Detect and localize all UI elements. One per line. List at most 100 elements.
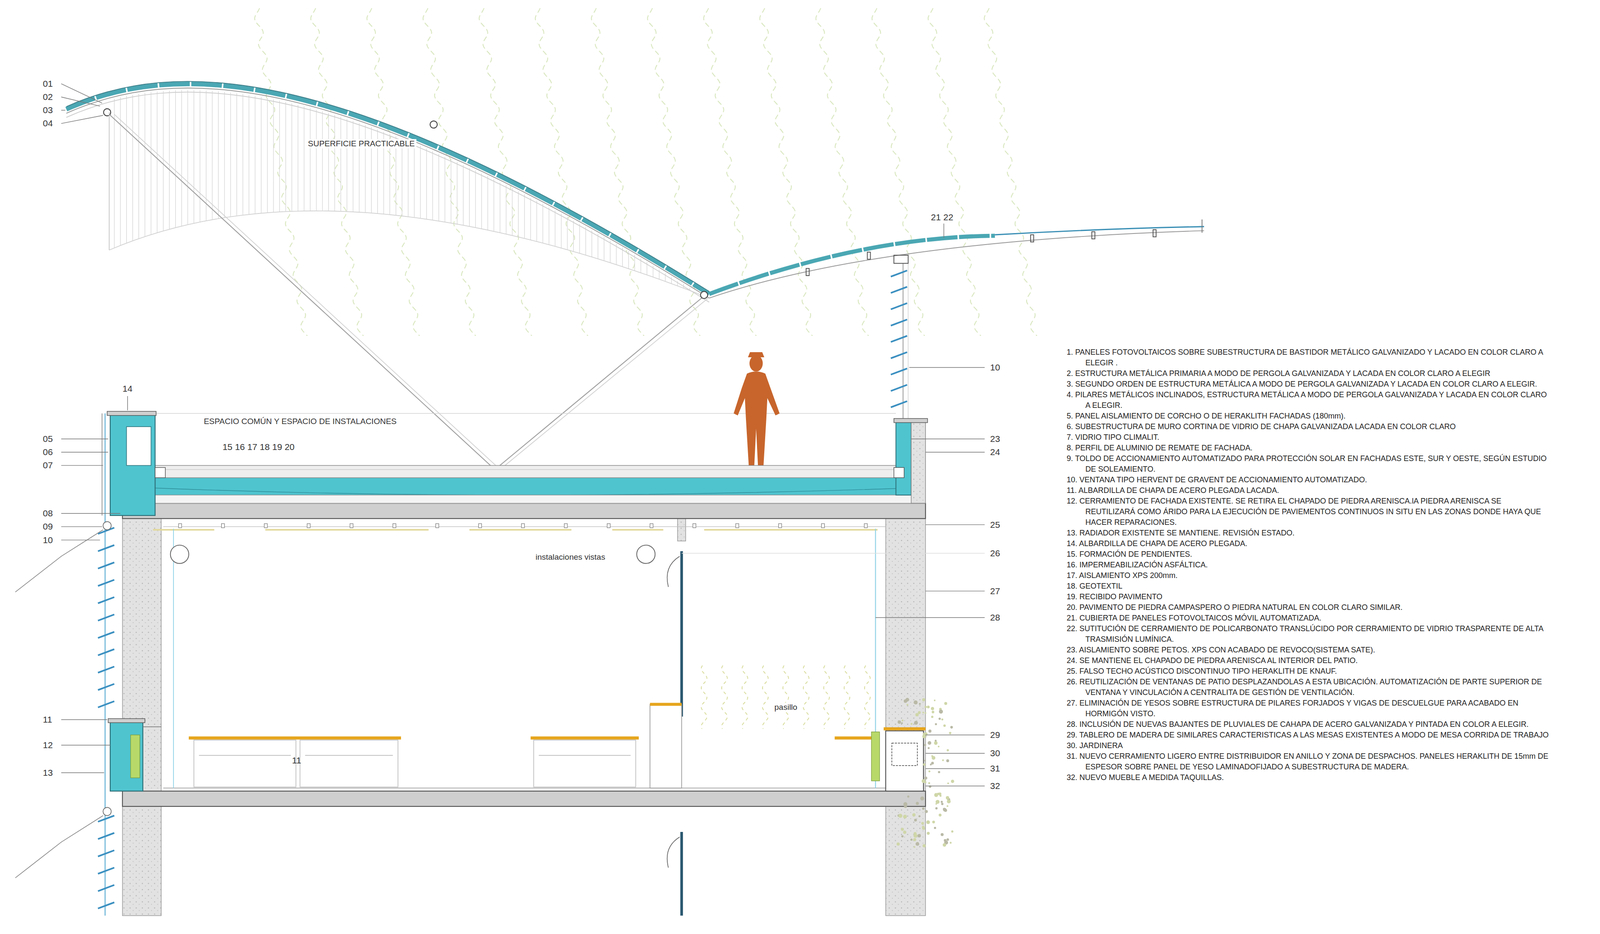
light-wave	[782, 665, 789, 729]
callout-number: 11	[42, 714, 53, 725]
note-text: 20. PAVIMENTO DE PIEDRA CAMPASPERO O PIE…	[1066, 602, 1552, 613]
hatch-line	[328, 113, 329, 211]
callout-number: 06	[42, 446, 53, 458]
hatch-line	[297, 104, 299, 211]
floor-slab	[122, 791, 926, 807]
note-text: 7. VIDRIO TIPO CLIMALIT.	[1066, 432, 1552, 443]
note-text: 19. RECIBIDO PAVIMENTO	[1066, 591, 1552, 603]
louver	[97, 832, 114, 839]
callout-number: 14	[122, 383, 133, 394]
louver	[891, 270, 908, 277]
callout-number: 03	[42, 105, 53, 116]
human-figure	[733, 352, 780, 470]
hatch-line	[444, 156, 445, 223]
light-wave	[535, 8, 589, 336]
hatch-line	[230, 92, 231, 217]
hatch-line	[469, 167, 470, 227]
callout-number: 26	[990, 548, 1000, 559]
callout-number: 31	[990, 763, 1000, 774]
hatch-line	[560, 213, 562, 248]
facade-wall	[122, 518, 162, 916]
hatch-line	[236, 93, 237, 216]
parapet	[110, 721, 143, 792]
hatch-line	[512, 187, 513, 236]
light-wave	[871, 8, 925, 336]
louver	[97, 867, 114, 874]
hatch-line	[254, 96, 256, 214]
radiator	[130, 734, 140, 778]
callout-number: 23	[990, 433, 1000, 445]
louver	[891, 303, 908, 310]
hatch-line	[609, 240, 611, 263]
callout-number: 11	[291, 755, 302, 766]
hatch-line	[175, 90, 176, 228]
louver	[97, 562, 114, 569]
table-frame	[193, 740, 636, 787]
callout-number: 15 16 17 18 19 20	[222, 441, 295, 453]
inclined-pillar	[495, 296, 705, 470]
light-wave	[591, 8, 645, 336]
louver	[891, 401, 908, 408]
hatch-line	[524, 193, 525, 239]
light-wave	[254, 8, 308, 336]
light-wave	[984, 8, 1037, 336]
callout-number: 27	[990, 586, 1000, 597]
note-text: 9. TOLDO DE ACCIONAMIENTO AUTOMATIZADO P…	[1066, 453, 1552, 475]
hatch-line	[248, 94, 250, 215]
louver	[891, 335, 908, 342]
note-text: 1. PANELES FOTOVOLTAICOS SOBRE SUBESTRUC…	[1066, 347, 1552, 369]
hatch-line	[150, 92, 151, 235]
callout-number: 29	[990, 729, 1000, 741]
hatch-line	[303, 106, 305, 211]
space-label: SUPERFICIE PRACTICABLE	[306, 139, 417, 149]
hatch-line	[242, 93, 243, 216]
pv-panels	[66, 83, 710, 294]
hatch-line	[285, 102, 286, 212]
hatch-line	[530, 197, 531, 240]
callout-number: 05	[42, 433, 53, 445]
hatch-line	[261, 96, 262, 214]
hatch-line	[579, 223, 580, 254]
light-wave	[815, 8, 869, 336]
callout-number: 08	[42, 508, 53, 519]
hatch-line	[420, 145, 421, 219]
note-text: 31. NUEVO CERRAMIENTO LIGERO ENTRE DISTR…	[1066, 751, 1552, 773]
hatch-line	[542, 203, 544, 244]
hatch-line	[316, 109, 317, 211]
partition	[649, 704, 682, 789]
note-text: 2. ESTRUCTURA METÁLICA PRIMARIA A MODO D…	[1066, 368, 1552, 379]
louver	[97, 885, 114, 892]
pv-panels	[708, 235, 995, 294]
hatch-line	[658, 269, 660, 280]
leader-line	[61, 83, 985, 786]
note-text: 14. ALBARDILLA DE CHAPA DE ACERO PLEGADA…	[1066, 538, 1552, 550]
callout-number: 32	[990, 780, 1000, 792]
note-text: 10. VENTANA TIPO HERVENT DE GRAVENT DE A…	[1066, 474, 1552, 486]
note-text: 30. JARDINERA	[1066, 740, 1552, 752]
hatch-line	[555, 210, 556, 247]
note-text: 26. REUTILIZACIÓN DE VENTANAS DE PATIO D…	[1066, 676, 1552, 698]
callout-number: 30	[990, 748, 1000, 759]
hatch-line	[671, 277, 672, 285]
hatch-line	[138, 93, 140, 240]
louver	[891, 368, 908, 375]
callout-number: 21 22	[930, 212, 954, 223]
note-text: 29. TABLERO DE MADERA DE SIMILARES CARAC…	[1066, 729, 1552, 741]
hatch-line	[450, 158, 452, 223]
callout-number: 09	[42, 521, 53, 532]
hatch-line	[358, 122, 360, 213]
hatch-line	[548, 207, 550, 245]
louver	[97, 597, 114, 604]
parapet	[896, 421, 912, 496]
note-text: 24. SE MANTIENE EL CHAPADO DE PIEDRA ARE…	[1066, 655, 1552, 667]
light-wave	[367, 8, 420, 336]
hatch-line	[566, 216, 568, 250]
light-wave	[759, 8, 813, 336]
callout-number: 10	[42, 535, 53, 546]
arch-line	[66, 81, 710, 292]
note-text: 5. PANEL AISLAMIENTO DE CORCHO O DE HERA…	[1066, 410, 1552, 422]
note-text: 16. IMPERMEABILIZACIÓN ASFÁLTICA.	[1066, 559, 1552, 571]
hatch-line	[499, 182, 501, 233]
hatch-line	[597, 233, 598, 260]
hatch-line	[224, 91, 225, 218]
